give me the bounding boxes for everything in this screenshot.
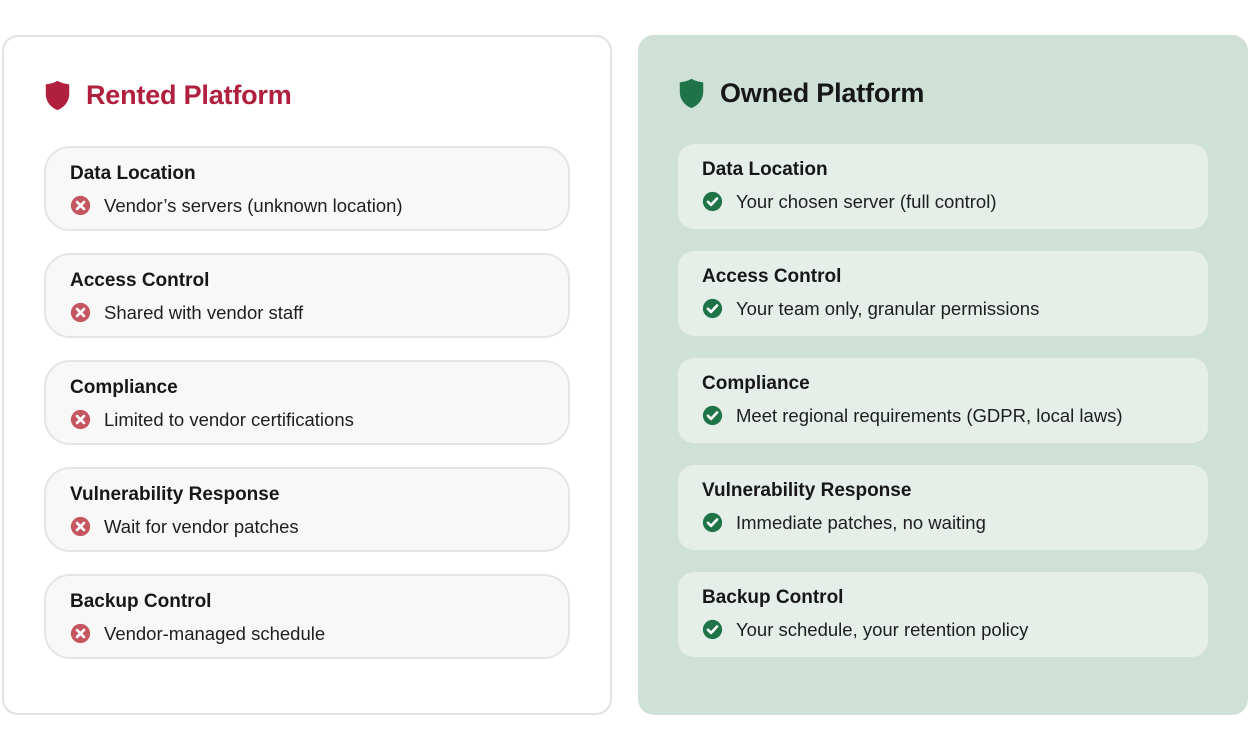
card-desc-row: Your schedule, your retention policy (702, 619, 1184, 640)
card-description: Immediate patches, no waiting (736, 511, 986, 533)
feature-card: Backup Control Your schedule, your reten… (678, 572, 1208, 657)
feature-card: Compliance Meet regional requirements (G… (678, 358, 1208, 443)
rented-platform-panel: Rented Platform Data Location Vendor’s s… (2, 35, 612, 715)
feature-card: Vulnerability Response Wait for vendor p… (44, 467, 570, 552)
check-circle-icon (702, 619, 723, 640)
panel-title: Rented Platform (86, 79, 292, 110)
card-desc-row: Meet regional requirements (GDPR, local … (702, 405, 1184, 426)
card-list: Data Location Your chosen server (full c… (678, 144, 1208, 657)
card-desc-row: Vendor’s servers (unknown location) (70, 195, 544, 216)
x-circle-icon (70, 302, 91, 323)
shield-icon (44, 80, 71, 111)
card-description: Your chosen server (full control) (736, 190, 997, 212)
feature-card: Data Location Your chosen server (full c… (678, 144, 1208, 229)
card-description: Your schedule, your retention policy (736, 618, 1029, 640)
feature-card: Access Control Shared with vendor staff (44, 253, 570, 338)
card-description: Limited to vendor certifications (104, 408, 354, 430)
card-desc-row: Your team only, granular permissions (702, 298, 1184, 319)
x-circle-icon (70, 516, 91, 537)
card-title: Access Control (702, 266, 842, 287)
card-title: Access Control (70, 270, 210, 291)
card-title: Compliance (70, 377, 178, 398)
card-title: Backup Control (702, 587, 844, 608)
card-description: Vendor’s servers (unknown location) (104, 194, 403, 216)
card-desc-row: Wait for vendor patches (70, 516, 544, 537)
owned-platform-panel: Owned Platform Data Location Your chosen… (638, 35, 1248, 715)
card-list: Data Location Vendor’s servers (unknown … (44, 146, 570, 659)
card-title: Data Location (702, 159, 828, 180)
feature-card: Compliance Limited to vendor certificati… (44, 360, 570, 445)
check-circle-icon (702, 191, 723, 212)
card-desc-row: Vendor-managed schedule (70, 623, 544, 644)
card-title: Vulnerability Response (702, 480, 912, 501)
card-title: Data Location (70, 163, 196, 184)
x-circle-icon (70, 623, 91, 644)
feature-card: Data Location Vendor’s servers (unknown … (44, 146, 570, 231)
card-desc-row: Immediate patches, no waiting (702, 512, 1184, 533)
feature-card: Backup Control Vendor-managed schedule (44, 574, 570, 659)
card-title: Vulnerability Response (70, 484, 280, 505)
card-description: Meet regional requirements (GDPR, local … (736, 404, 1123, 426)
shield-icon (678, 78, 705, 109)
feature-card: Access Control Your team only, granular … (678, 251, 1208, 336)
check-circle-icon (702, 405, 723, 426)
card-desc-row: Your chosen server (full control) (702, 191, 1184, 212)
check-circle-icon (702, 298, 723, 319)
card-description: Vendor-managed schedule (104, 622, 326, 644)
feature-card: Vulnerability Response Immediate patches… (678, 465, 1208, 550)
card-description: Your team only, granular permissions (736, 297, 1040, 319)
check-circle-icon (702, 512, 723, 533)
card-desc-row: Limited to vendor certifications (70, 409, 544, 430)
card-desc-row: Shared with vendor staff (70, 302, 544, 323)
card-title: Backup Control (70, 591, 212, 612)
card-description: Wait for vendor patches (104, 515, 299, 537)
panel-title: Owned Platform (720, 77, 925, 108)
card-title: Compliance (702, 373, 810, 394)
card-description: Shared with vendor staff (104, 301, 304, 323)
x-circle-icon (70, 409, 91, 430)
x-circle-icon (70, 195, 91, 216)
panel-header: Owned Platform (678, 75, 1208, 111)
panel-header: Rented Platform (44, 77, 570, 113)
